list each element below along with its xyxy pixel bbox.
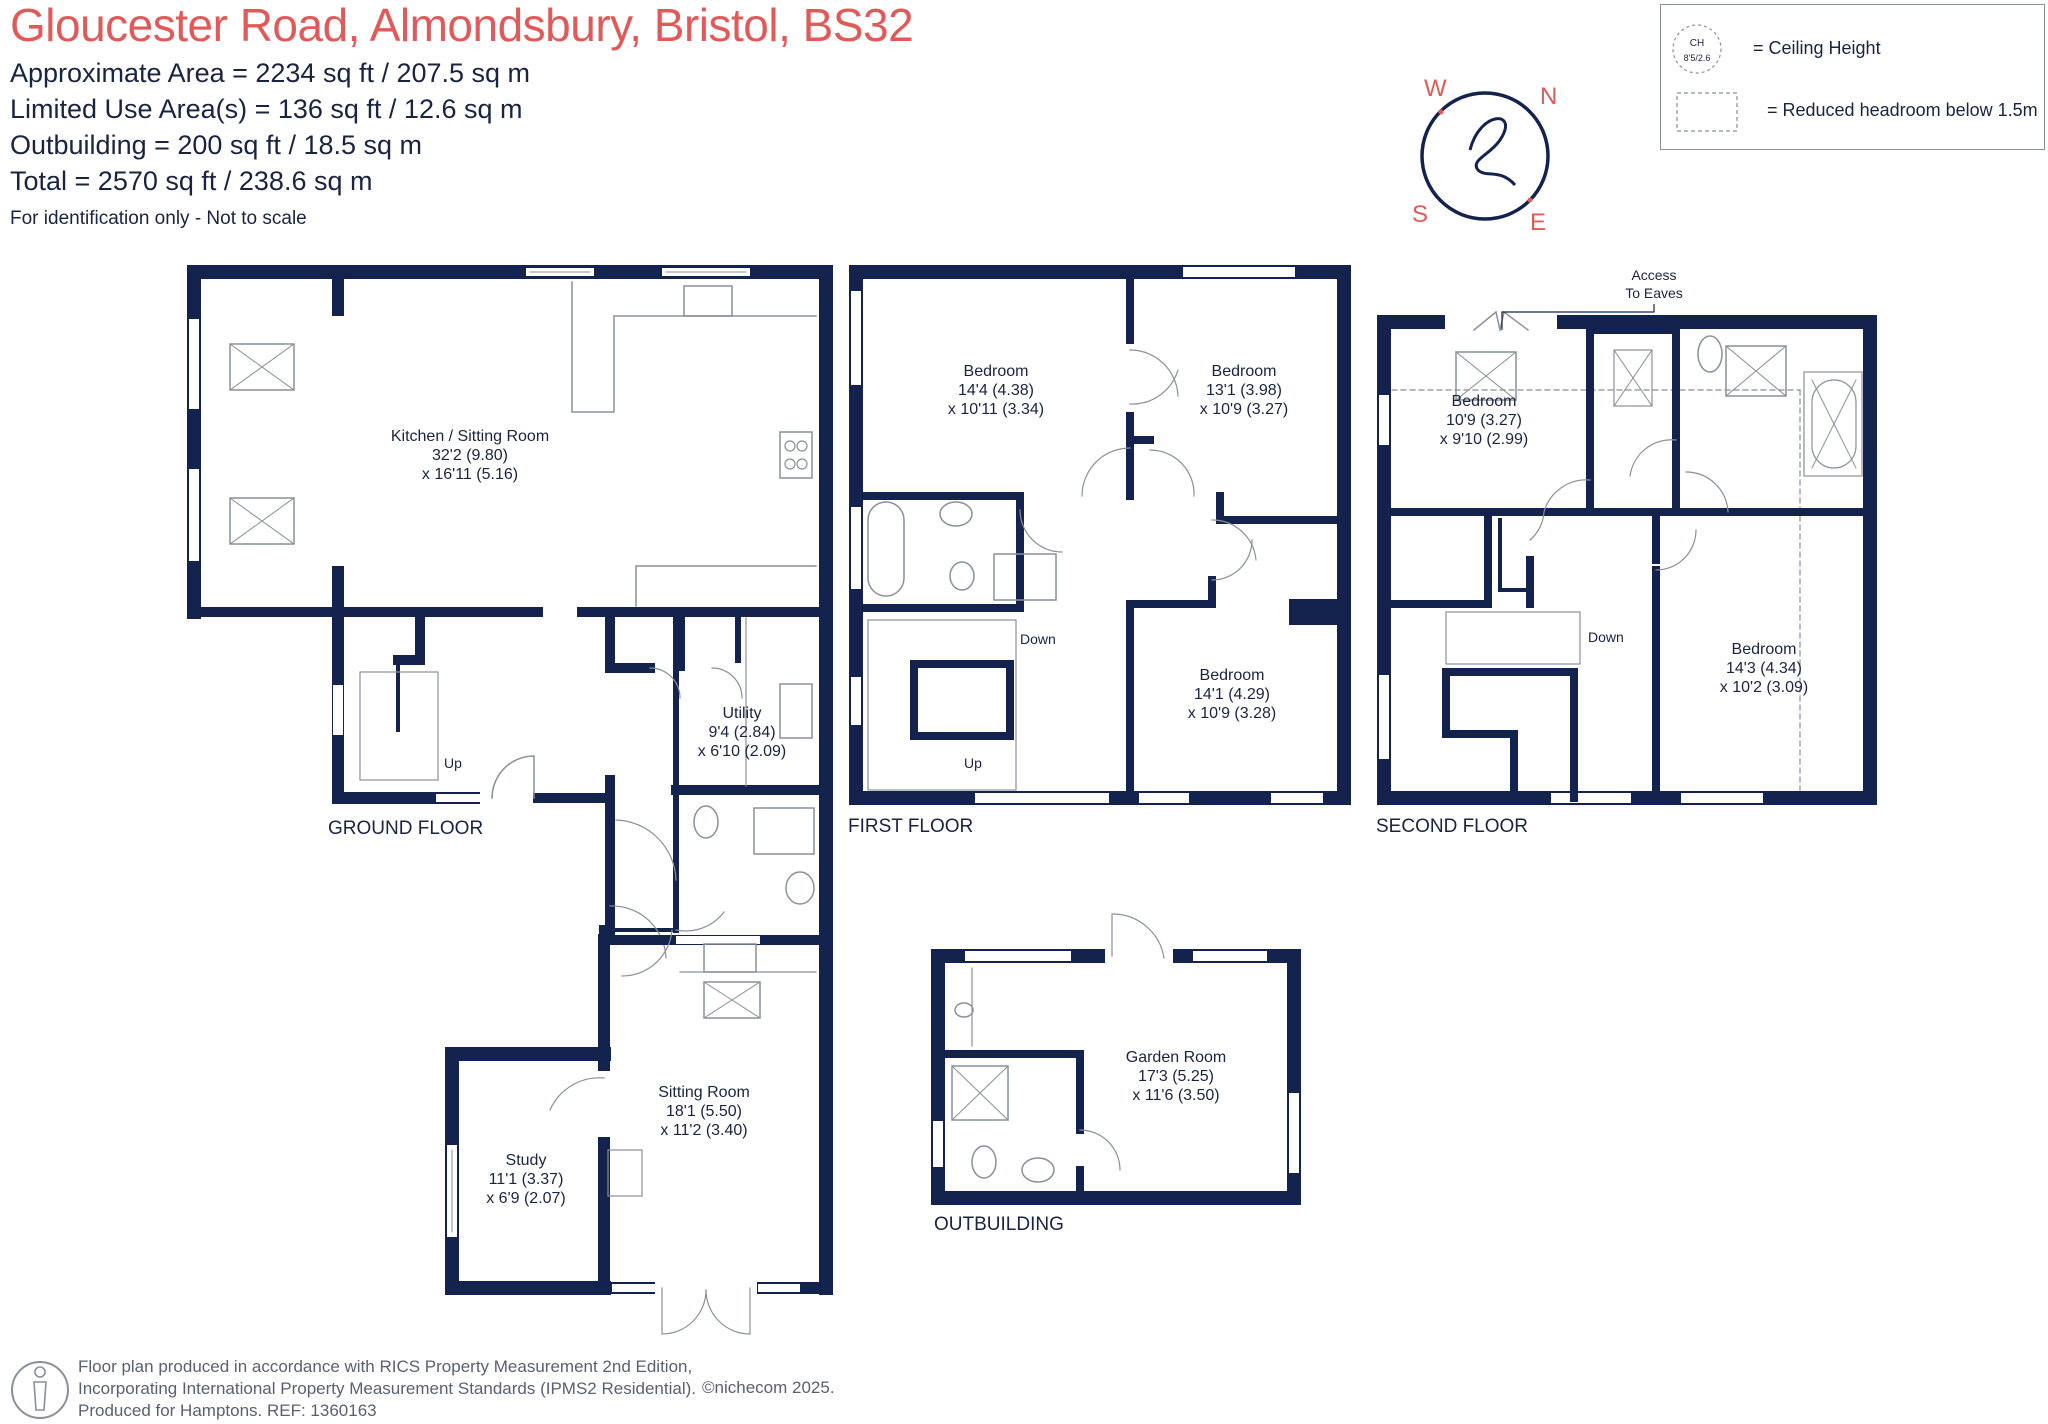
- compass: W N S E: [1412, 75, 1557, 236]
- property-title: Gloucester Road, Almondsbury, Bristol, B…: [10, 0, 914, 51]
- ground-floor-label: GROUND FLOOR: [328, 818, 483, 839]
- compass-ring-icon: [1420, 91, 1550, 221]
- total-area: Total = 2570 sq ft / 238.6 sq m: [10, 166, 373, 196]
- garden-room-name: Garden Room: [1126, 1049, 1227, 1066]
- sitting-name: Sitting Room: [658, 1084, 750, 1101]
- study-dim2: x 6'9 (2.07): [486, 1190, 566, 1207]
- utility-dim1: 9'4 (2.84): [708, 724, 775, 741]
- kitchen-dim2: x 16'11 (5.16): [422, 466, 518, 483]
- legend-symbols: CH 8'5/2.6: [1672, 24, 1738, 132]
- ch-symbol-top: CH: [1690, 38, 1704, 49]
- ch-symbol-bottom: 8'5/2.6: [1684, 53, 1711, 63]
- second-floor-label: SECOND FLOOR: [1376, 816, 1528, 837]
- first-floor-label: FIRST FLOOR: [848, 816, 973, 837]
- compass-w: W: [1424, 75, 1447, 102]
- footer-line3: Produced for Hamptons. REF: 1360163: [78, 1401, 377, 1420]
- second-floor: [1377, 310, 1877, 805]
- outbuilding: [931, 913, 1301, 1205]
- bedroom2-dim2: x 10'9 (3.27): [1200, 401, 1288, 418]
- footer-line2: Incorporating International Property Mea…: [78, 1379, 696, 1398]
- first-stairs-down: Down: [1020, 631, 1056, 647]
- first-stairs-up: Up: [964, 755, 982, 771]
- bedroom2-name: Bedroom: [1212, 363, 1277, 380]
- study-dim1: 11'1 (3.37): [489, 1171, 564, 1188]
- bedroom5-dim1: 14'3 (4.34): [1726, 660, 1802, 677]
- copyright: ©nichecom 2025.: [702, 1378, 835, 1397]
- eaves-access-line1: Access: [1631, 267, 1676, 283]
- eaves-access-line2: To Eaves: [1625, 285, 1683, 301]
- bedroom2-dim1: 13'1 (3.98): [1206, 382, 1282, 399]
- outbuilding-label: OUTBUILDING: [934, 1214, 1064, 1235]
- compass-s: S: [1412, 201, 1428, 228]
- bedroom4-name: Bedroom: [1452, 393, 1517, 410]
- kitchen-dim1: 32'2 (9.80): [432, 447, 508, 464]
- ground-floor: [187, 265, 833, 1335]
- compass-e: E: [1530, 209, 1546, 236]
- legend-reduced-headroom: = Reduced headroom below 1.5m: [1767, 100, 2038, 120]
- compass-n: N: [1540, 83, 1557, 110]
- compass-logo-icon: [1468, 117, 1517, 187]
- sitting-dim1: 18'1 (5.50): [666, 1103, 742, 1120]
- approx-area: Approximate Area = 2234 sq ft / 207.5 sq…: [10, 58, 531, 88]
- garden-room-dim2: x 11'6 (3.50): [1132, 1087, 1219, 1104]
- kitchen-name: Kitchen / Sitting Room: [391, 428, 549, 445]
- bedroom4-dim1: 10'9 (3.27): [1446, 412, 1522, 429]
- legend-ceiling-height: = Ceiling Height: [1753, 38, 1881, 58]
- bedroom1-dim1: 14'4 (4.38): [958, 382, 1034, 399]
- outbuilding-area: Outbuilding = 200 sq ft / 18.5 sq m: [10, 130, 423, 160]
- footer-line1: Floor plan produced in accordance with R…: [78, 1357, 693, 1376]
- eaves-pointer-icon: [1501, 304, 1655, 330]
- limited-use-area: Limited Use Area(s) = 136 sq ft / 12.6 s…: [10, 94, 523, 124]
- bedroom5-name: Bedroom: [1732, 641, 1797, 658]
- ground-stairs-up: Up: [444, 755, 462, 771]
- bedroom3-dim2: x 10'9 (3.28): [1188, 705, 1276, 722]
- first-floor: [849, 265, 1351, 805]
- kitchen-outer-wall: [187, 265, 833, 1295]
- legend-box: CH 8'5/2.6 = Ceiling Height = Reduced he…: [1660, 4, 2045, 150]
- garden-room-dim1: 17'3 (5.25): [1138, 1068, 1214, 1085]
- footer-notes: Floor plan produced in accordance with R…: [78, 1356, 696, 1422]
- bedroom5-dim2: x 10'2 (3.09): [1720, 679, 1808, 696]
- bedroom3-name: Bedroom: [1200, 667, 1265, 684]
- ceiling-height-symbol-icon: [1672, 24, 1722, 74]
- bedroom1-name: Bedroom: [964, 363, 1029, 380]
- bedroom4-dim2: x 9'10 (2.99): [1440, 431, 1528, 448]
- reduced-headroom-symbol-icon: [1676, 92, 1738, 132]
- utility-dim2: x 6'10 (2.09): [698, 743, 786, 760]
- person-icon: [11, 1361, 69, 1419]
- bedroom1-dim2: x 10'11 (3.34): [948, 401, 1044, 418]
- study-name: Study: [506, 1152, 547, 1169]
- second-stairs-down: Down: [1588, 629, 1624, 645]
- disclaimer: For identification only - Not to scale: [10, 208, 307, 229]
- utility-name: Utility: [722, 705, 761, 722]
- bedroom3-dim1: 14'1 (4.29): [1194, 686, 1270, 703]
- sitting-dim2: x 11'2 (3.40): [660, 1122, 747, 1139]
